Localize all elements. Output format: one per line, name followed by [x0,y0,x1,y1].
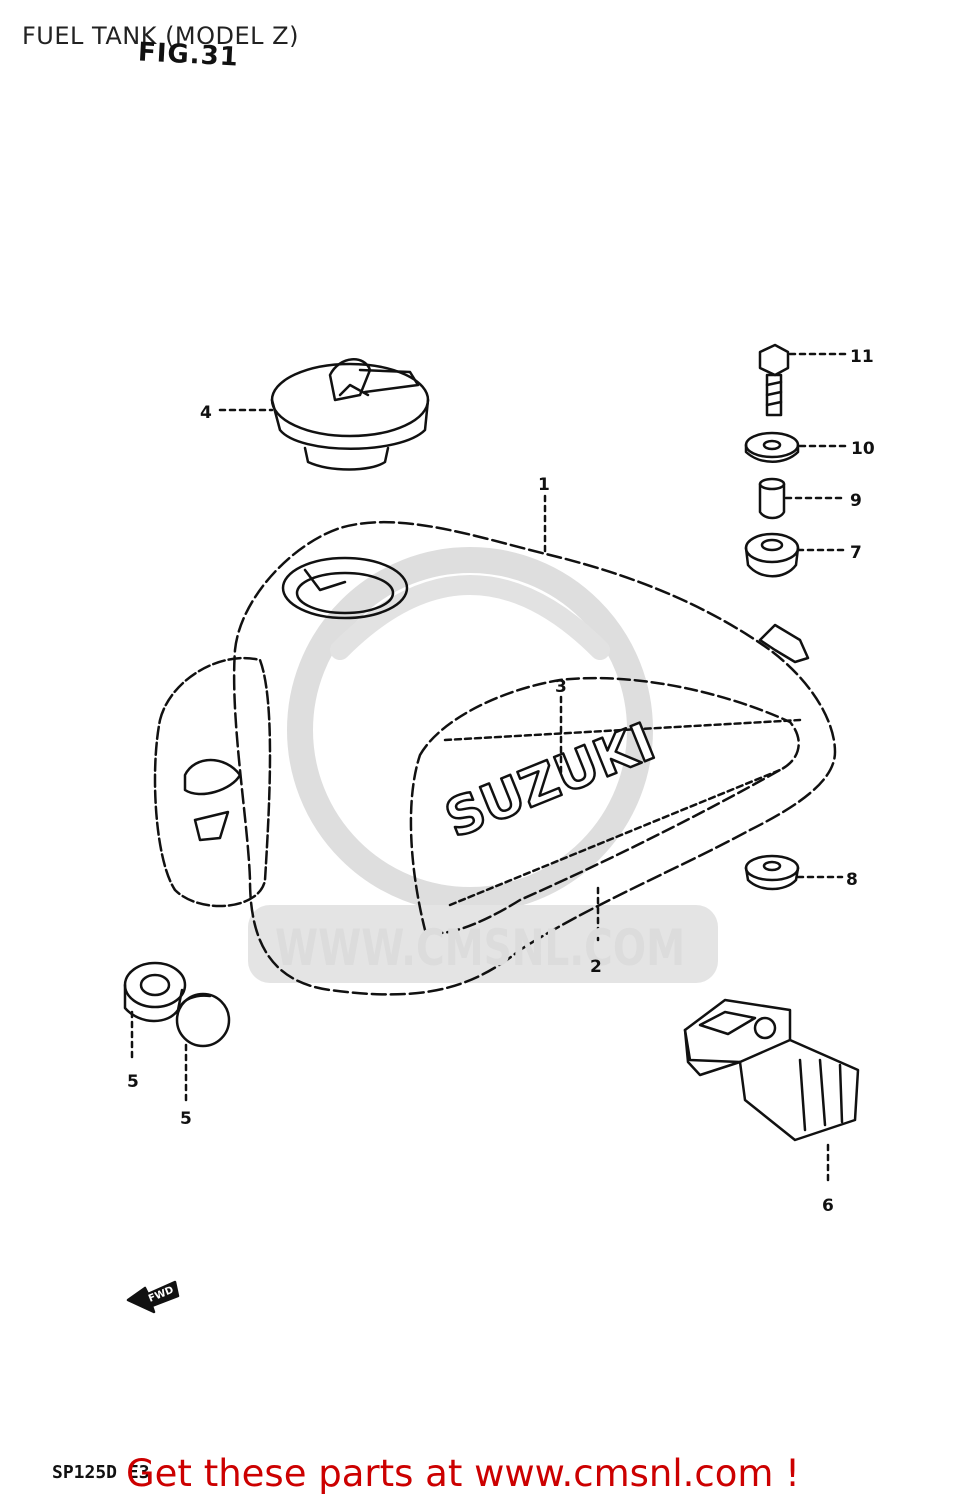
watermark-text: WWW.CMSNL.COM [275,919,685,977]
callout-3: 3 [555,677,567,697]
washer [744,431,800,463]
model-code: SP125D E3 [52,1462,150,1483]
callout-8: 8 [846,870,858,890]
watermark [248,547,718,983]
callout-5b: 5 [180,1109,192,1129]
spacer [758,477,786,520]
cmsnl-banner-link[interactable]: Get these parts at www.cmsnl.com ! [126,1452,801,1495]
callout-7: 7 [850,543,862,563]
callout-6: 6 [822,1196,834,1216]
rear-mount-cushion [683,998,860,1142]
front-cushion-right [175,992,231,1048]
fuel-cap [270,358,430,471]
fuel-tank [153,521,837,996]
side-cushion [744,854,800,891]
callout-9: 9 [850,491,862,511]
callout-11: 11 [850,347,874,367]
page-title: FUEL TANK (MODEL Z) [22,22,299,50]
callout-4: 4 [200,403,212,423]
callout-10: 10 [851,439,875,459]
mount-bolt [758,343,790,417]
callout-5a: 5 [127,1072,139,1092]
fwd-arrow-icon [126,1280,180,1314]
callout-2: 2 [590,957,602,977]
front-cushion-left [123,961,187,1023]
top-cushion [744,532,800,578]
callout-1: 1 [538,475,550,495]
